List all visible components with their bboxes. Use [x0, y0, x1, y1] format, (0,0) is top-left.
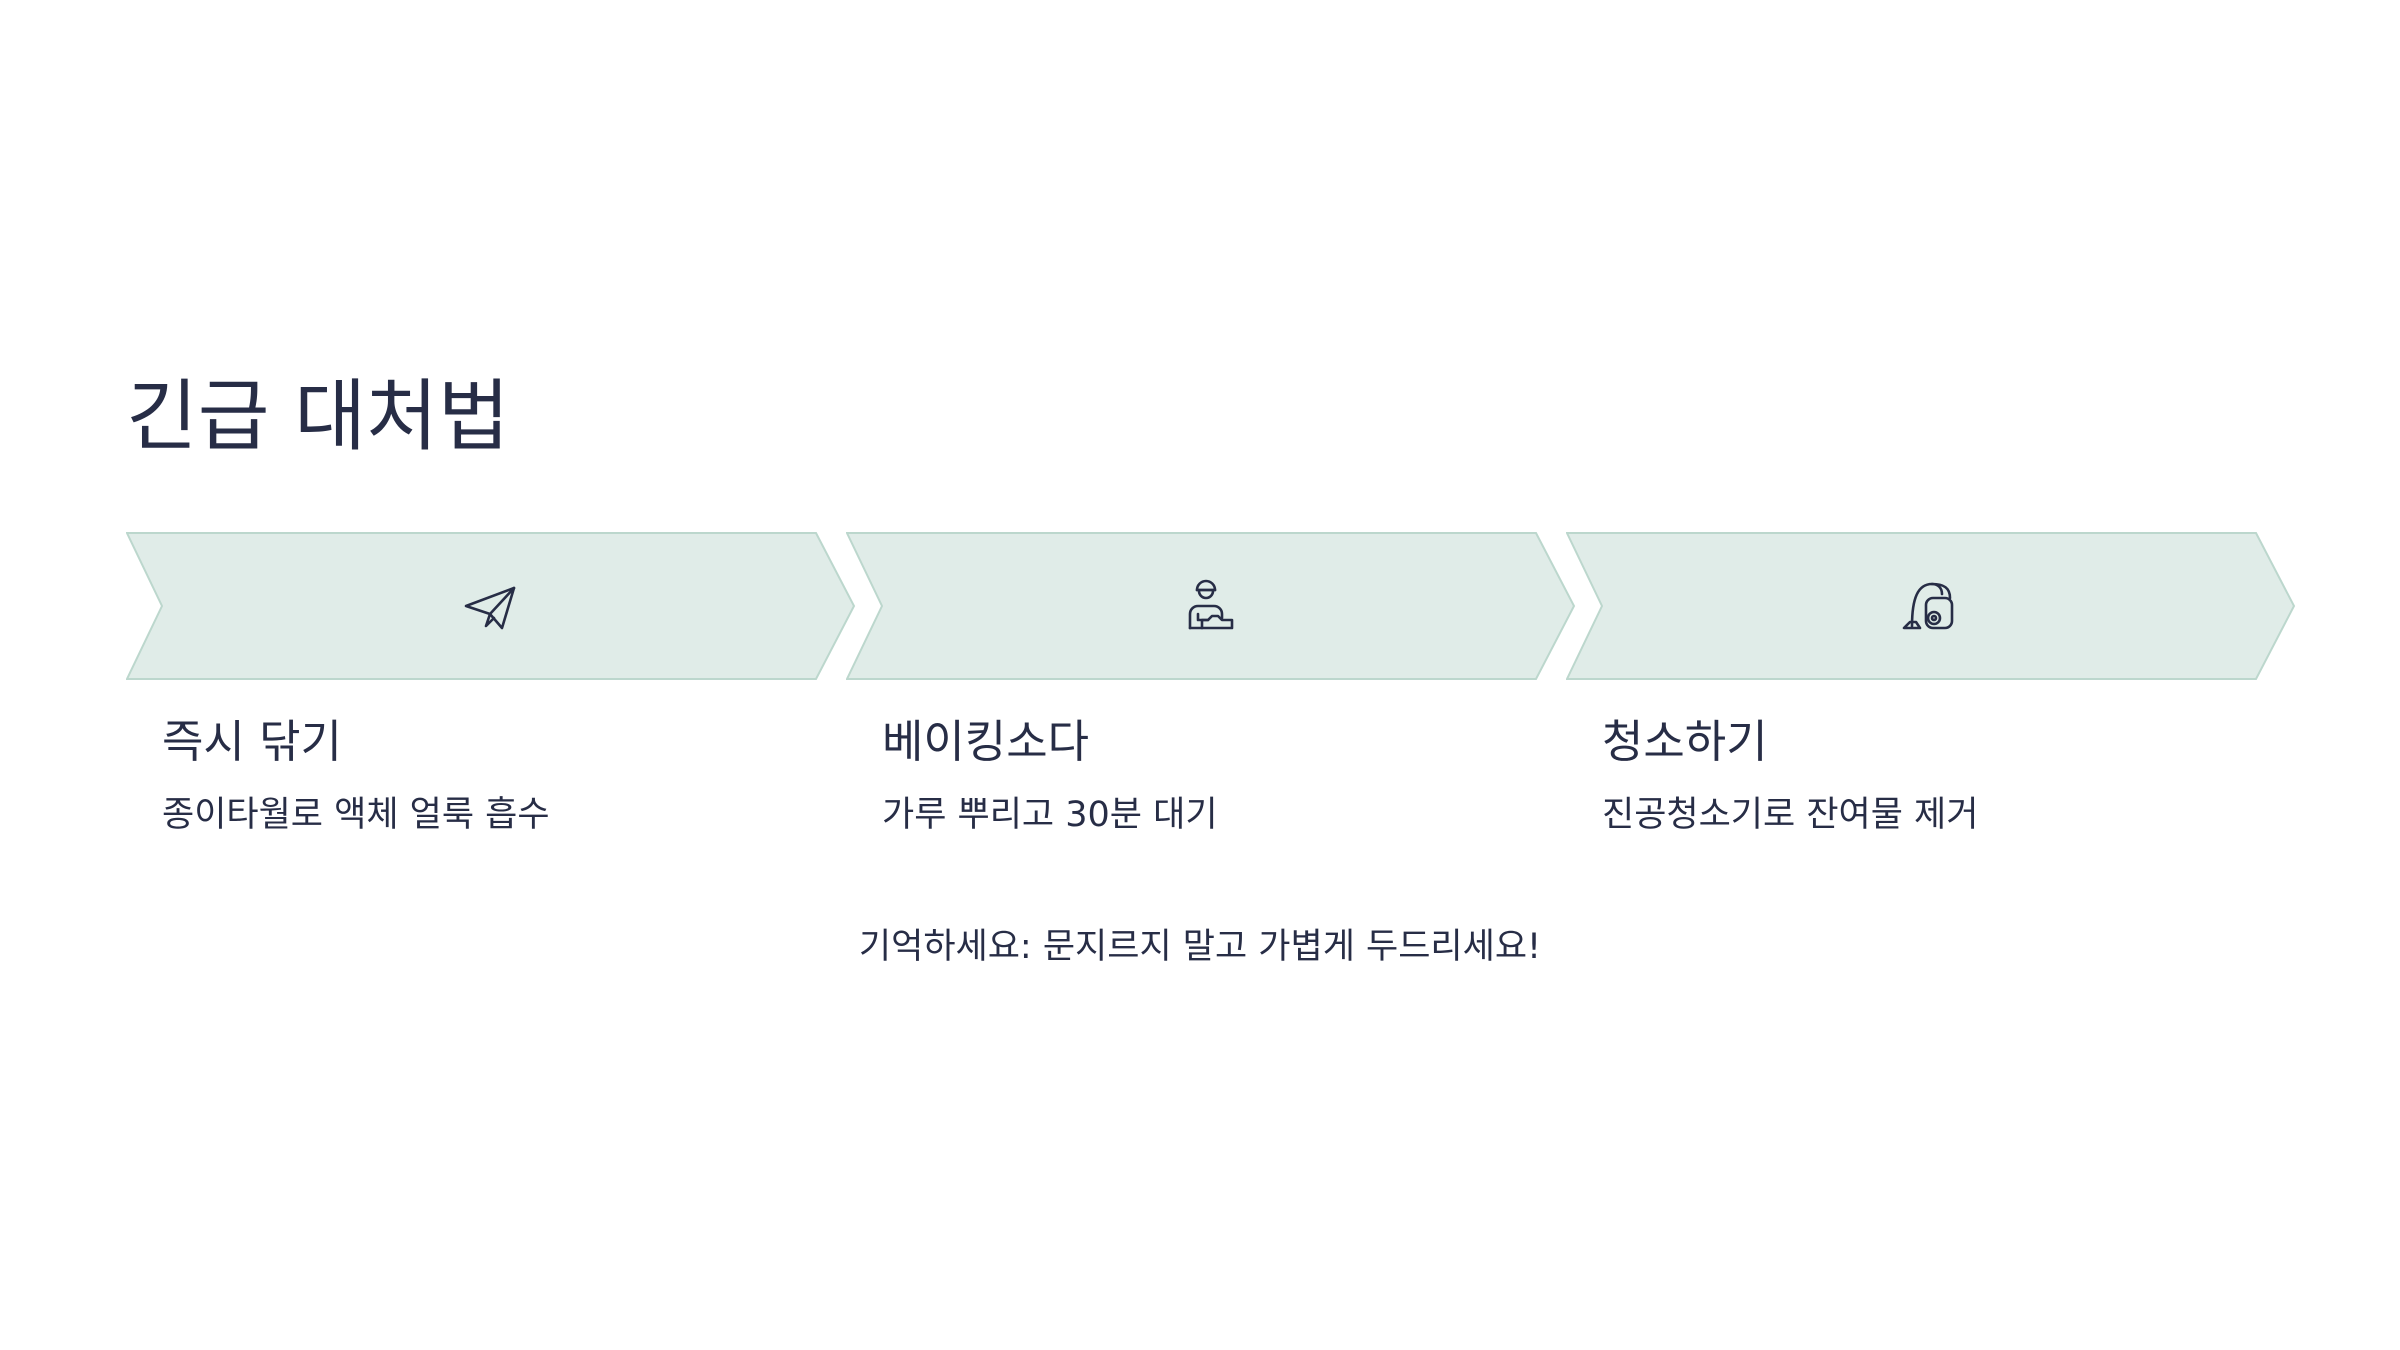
vacuum-cleaner-icon — [1900, 576, 1960, 636]
step-1-chevron — [126, 532, 856, 680]
step-2-chevron — [846, 532, 1576, 680]
step-3-chevron — [1566, 532, 2296, 680]
worker-shoe-icon — [1180, 576, 1240, 636]
step-2-title: 베이킹소다 — [882, 715, 1090, 768]
paper-plane-icon — [460, 576, 520, 636]
chevron-shape — [126, 532, 856, 680]
step-3-title: 청소하기 — [1602, 715, 1768, 768]
step-1-title: 즉시 닦기 — [162, 715, 342, 768]
chevron-shape — [1566, 532, 2296, 680]
step-1-description: 종이타월로 액체 얼룩 흡수 — [162, 795, 550, 835]
slide-title: 긴급 대처법 — [126, 372, 510, 462]
reminder-note: 기억하세요: 문지르지 말고 가볍게 두드리세요! — [858, 927, 1542, 967]
step-2-description: 가루 뿌리고 30분 대기 — [882, 795, 1218, 835]
step-3-description: 진공청소기로 잔여물 제거 — [1602, 795, 1979, 835]
